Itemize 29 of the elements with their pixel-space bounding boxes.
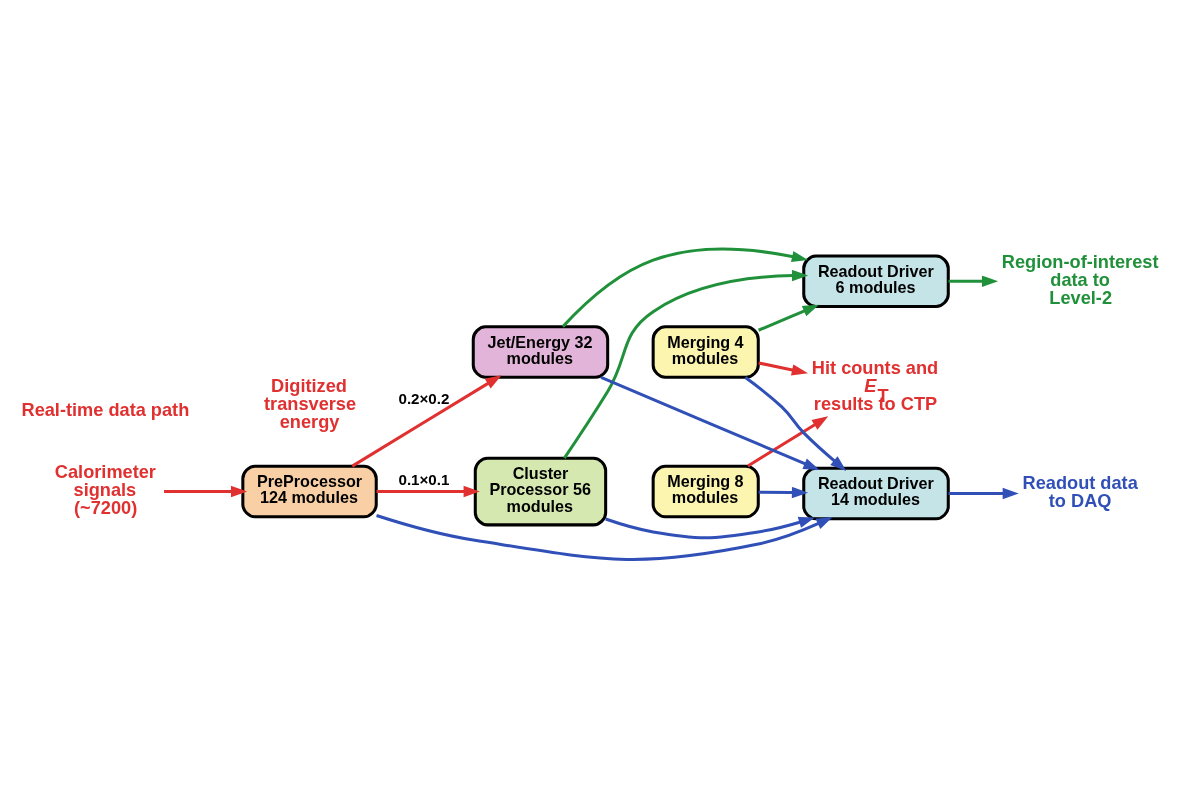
arrow (376, 513, 833, 561)
arrow (758, 304, 819, 332)
node-box: Merging 8 modules (651, 464, 760, 518)
arrow (563, 269, 809, 459)
node-box: Readout Driver 14 modules (802, 466, 950, 520)
label: Digitized transverse energy (264, 375, 357, 432)
arrow (164, 485, 248, 497)
arrow (948, 275, 999, 287)
node-text: Calorimeter signals (~7200) (54, 461, 156, 518)
arrow (758, 486, 809, 498)
node-box: PreProcessor 124 modules (241, 464, 378, 518)
arrow (351, 374, 502, 467)
arrow (600, 375, 820, 470)
arrow (605, 516, 815, 539)
node-box: Readout Driver 6 modules (802, 254, 950, 308)
node-text: Region-of-interest data to Level-2 (1001, 251, 1159, 308)
arrow (948, 487, 1019, 499)
arrow (758, 360, 808, 376)
edge-label: 0.2×0.2 (398, 389, 450, 407)
node-box: Merging 4 modules (651, 324, 760, 379)
node-box: Cluster Processor 56 modules (473, 456, 608, 526)
arrow (561, 247, 809, 328)
node-box: Jet/Energy 32 modules (471, 324, 610, 379)
arrow (744, 375, 847, 471)
legend-label: Real-time data path (21, 399, 190, 420)
edge-label: 0.1×0.1 (398, 470, 450, 488)
arrow (747, 415, 829, 467)
node-text: Readout data to DAQ (1022, 472, 1138, 511)
arrow (376, 485, 480, 497)
